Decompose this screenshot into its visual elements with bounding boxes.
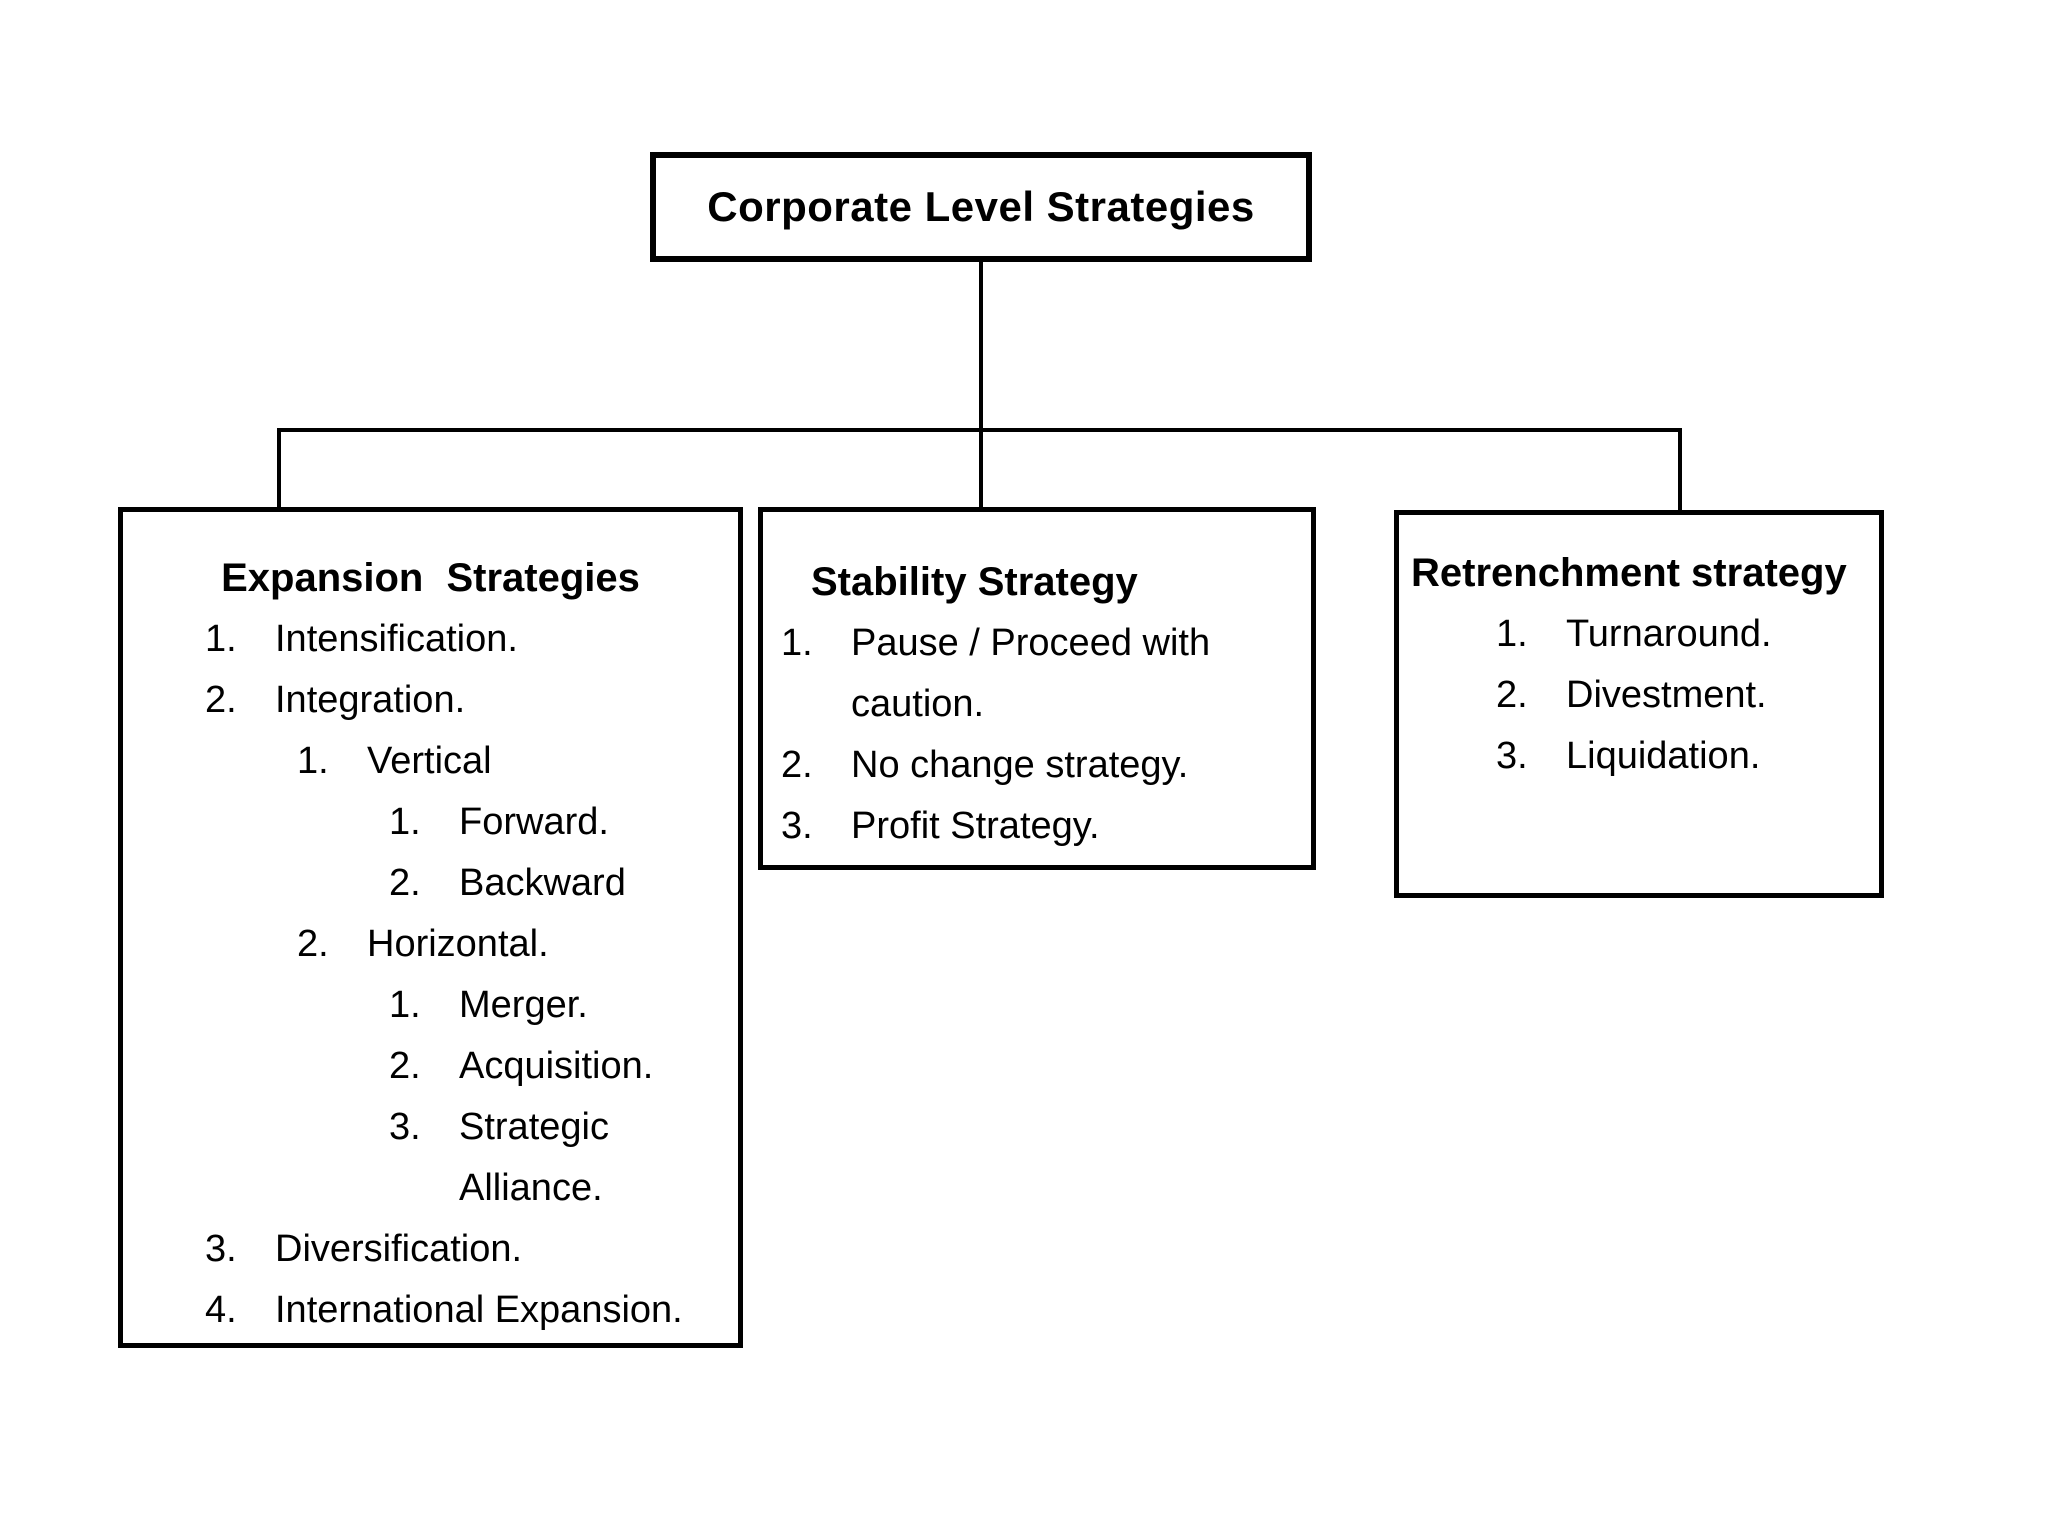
list-item-text: Strategic Alliance. <box>459 1106 609 1209</box>
list-item-number: 3. <box>389 1106 421 1148</box>
list-item-number: 1. <box>389 984 421 1026</box>
list-item: 2. Horizontal. <box>123 914 738 975</box>
connector-drop-expansion <box>277 428 281 512</box>
list-item-text: Vertical <box>367 740 492 782</box>
list-item-text: Horizontal. <box>367 923 549 965</box>
list-item-number: 3. <box>781 805 813 847</box>
list-item-text: Merger. <box>459 984 588 1026</box>
list-item-number: 3. <box>1496 735 1528 777</box>
list-item: 1. Vertical <box>123 731 738 792</box>
retrenchment-strategy-header: Retrenchment strategy <box>1411 551 1847 595</box>
expansion-strategies-box: Expansion Strategies 1. Intensification. 2… <box>118 507 743 1348</box>
list-item-number: 1. <box>781 622 813 664</box>
list-item-number: 2. <box>297 923 329 965</box>
list-item-text: Divestment. <box>1566 674 1767 716</box>
list-item-text: Pause / Proceed with caution. <box>851 622 1211 725</box>
list-item: 1. Intensification. <box>123 609 738 670</box>
list-item-text: Liquidation. <box>1566 735 1761 777</box>
list-item-text: No change strategy. <box>851 744 1189 786</box>
list-item-text: Intensification. <box>275 618 518 660</box>
list-item: 3. Diversification. <box>123 1219 738 1280</box>
list-item-number: 1. <box>389 801 421 843</box>
connector-trunk-line <box>979 256 983 432</box>
list-item-number: 1. <box>1496 613 1528 655</box>
list-item-number: 2. <box>1496 674 1528 716</box>
list-item: 1. Forward. <box>123 792 738 853</box>
list-item: 2. Integration. <box>123 670 738 731</box>
list-item-number: 1. <box>297 740 329 782</box>
list-item: 1. Merger. <box>123 975 738 1036</box>
retrenchment-strategy-box: Retrenchment strategy 1. Turnaround. 2. Div… <box>1394 510 1884 898</box>
diagram-title: Corporate Level Strategies <box>707 183 1255 230</box>
stability-strategy-header: Stability Strategy <box>811 560 1138 604</box>
list-item-number: 2. <box>389 1045 421 1087</box>
list-item-text: International Expansion. <box>275 1289 683 1331</box>
retrenchment-strategy-list: 1. Turnaround. 2. Divestment. 3. Liquidation. <box>1399 604 1879 787</box>
list-item-number: 2. <box>205 679 237 721</box>
list-item-text: Forward. <box>459 801 609 843</box>
list-item: 1. Pause / Proceed with caution. <box>763 613 1311 735</box>
list-item: 2. Divestment. <box>1399 665 1879 726</box>
list-item-text: Diversification. <box>275 1228 523 1270</box>
connector-drop-retrenchment <box>1678 428 1682 516</box>
list-item: 3. Profit Strategy. <box>763 796 1311 857</box>
list-item-text: Acquisition. <box>459 1045 654 1087</box>
list-item: 4. International Expansion. <box>123 1280 738 1341</box>
list-item-text: Backward <box>459 862 626 904</box>
list-item-number: 4. <box>205 1289 237 1331</box>
list-item-number: 1. <box>205 618 237 660</box>
list-item: 2. Acquisition. <box>123 1036 738 1097</box>
list-item-text: Integration. <box>275 679 466 721</box>
list-item: 1. Turnaround. <box>1399 604 1879 665</box>
expansion-strategies-list: 1. Intensification. 2. Integration. 1. Vertic… <box>123 609 738 1341</box>
list-item: 3. Strategic Alliance. <box>123 1097 738 1219</box>
list-item-number: 3. <box>205 1228 237 1270</box>
list-item-text: Profit Strategy. <box>851 805 1100 847</box>
expansion-strategies-header: Expansion Strategies <box>221 556 640 600</box>
list-item: 2. No change strategy. <box>763 735 1311 796</box>
list-item-number: 2. <box>389 862 421 904</box>
list-item: 3. Liquidation. <box>1399 726 1879 787</box>
stability-strategy-box: Stability Strategy 1. Pause / Proceed wit… <box>758 507 1316 870</box>
corporate-level-strategies-box: Corporate Level Strategies <box>650 152 1312 262</box>
connector-drop-stability <box>979 428 983 512</box>
stability-strategy-list: 1. Pause / Proceed with caution. 2. No chan… <box>763 613 1311 857</box>
list-item-text: Turnaround. <box>1566 613 1772 655</box>
list-item: 2. Backward <box>123 853 738 914</box>
list-item-number: 2. <box>781 744 813 786</box>
